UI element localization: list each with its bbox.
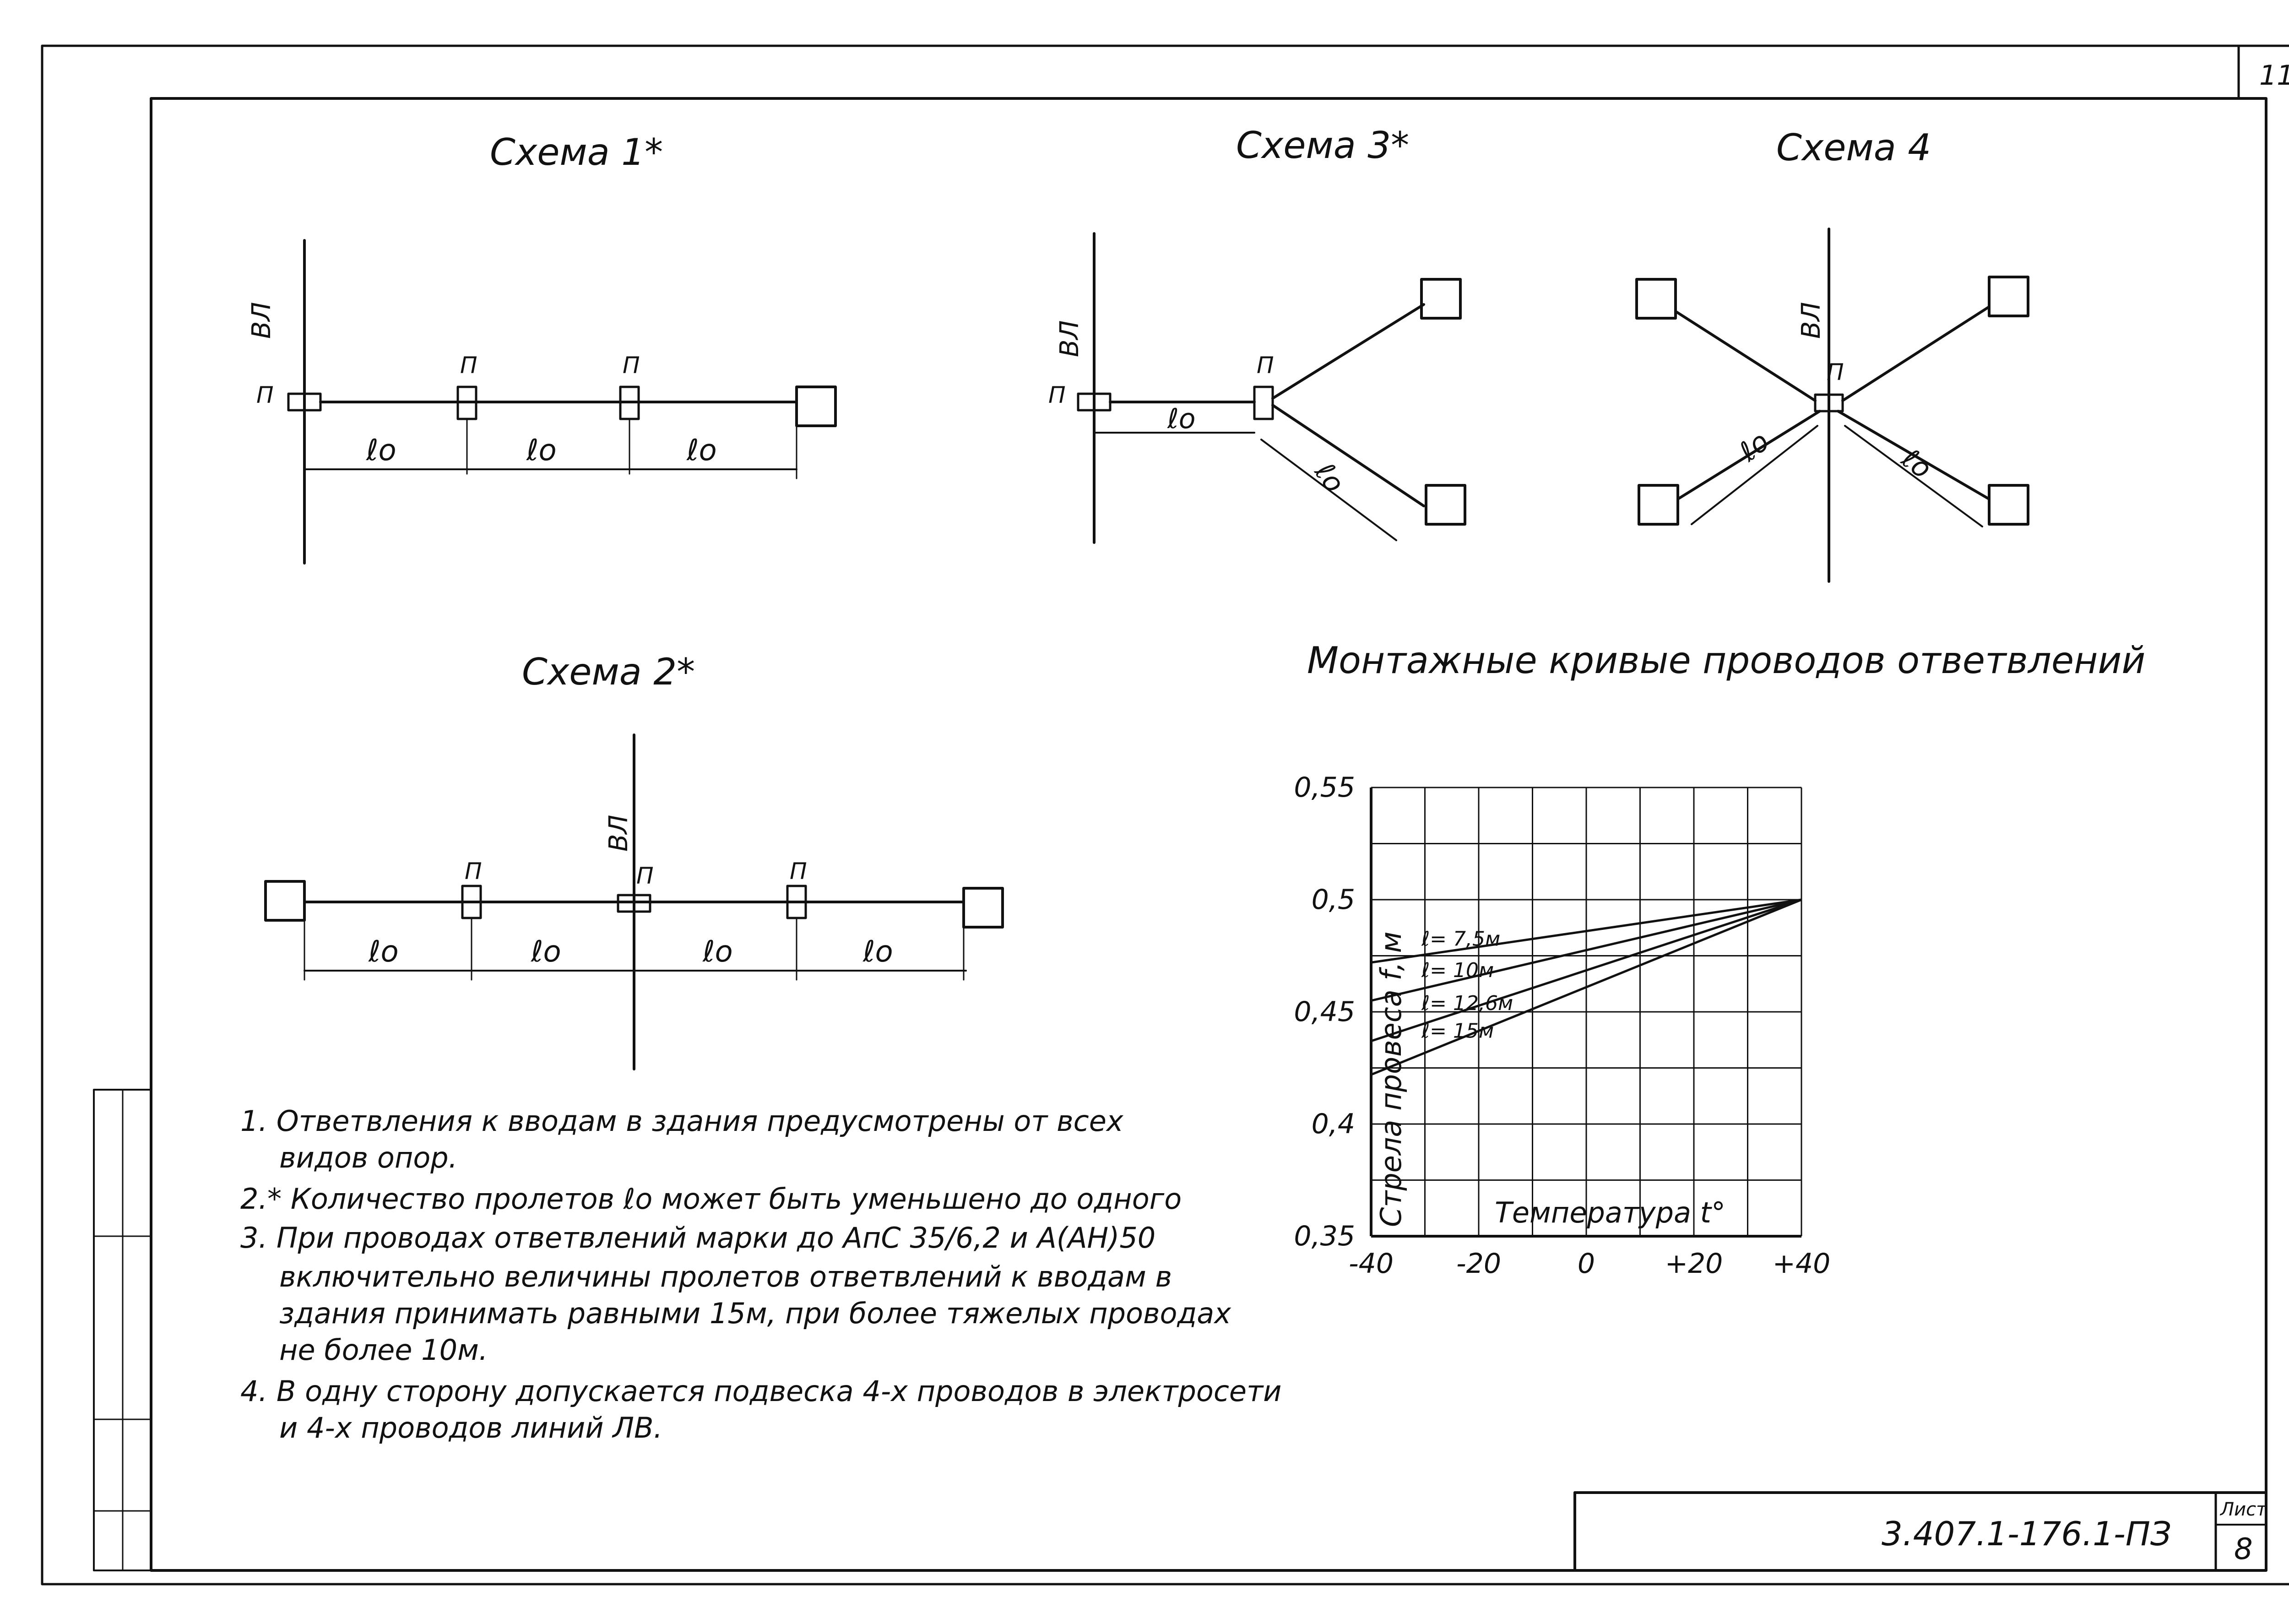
series-line [1371, 898, 1802, 964]
series-label: ℓ= 10м [1421, 959, 1494, 982]
scheme-1-pole-end [287, 392, 322, 412]
scheme-4-pole [1814, 393, 1844, 413]
scheme-3-building-bottom [1425, 484, 1466, 526]
scheme-4-building-bottom-right [1988, 484, 2029, 526]
top-sheet-number: 11 [2259, 60, 2289, 92]
scheme-2: Схема 2* ВЛ П П П ℓo ℓo ℓo ℓo [264, 651, 1004, 1070]
scheme-3-title: Схема 3* [1236, 124, 1409, 167]
scheme-1-span-2: ℓo [526, 434, 557, 467]
binding-strip [93, 1089, 152, 1571]
scheme-4-building-top-right [1988, 276, 2029, 317]
series-line [1371, 898, 1802, 1002]
sheet-label: Лист [2219, 1499, 2267, 1520]
drawing-frame [41, 44, 2289, 1586]
scheme-1-span-3: ℓo [686, 434, 717, 467]
scheme-2-line-label: ВЛ [604, 815, 634, 852]
note-line-2: видов опор. [279, 1141, 457, 1174]
scheme-3-support-label-2: П [1257, 352, 1274, 379]
note-line-8: 4. В одну сторону допускается подвеска 4… [240, 1374, 1281, 1408]
note-line-1: 1. Ответвления к вводам в здания предусм… [240, 1104, 1124, 1138]
scheme-1-support-label-2: П [460, 352, 477, 379]
scheme-1-line-label: ВЛ [247, 302, 277, 339]
note-line-4: 3. При проводах ответвлений марки до АпС… [240, 1221, 1155, 1255]
x-tick-label: -40 [1349, 1248, 1394, 1280]
scheme-3-support-label-1: П [1048, 382, 1066, 408]
series-label: ℓ= 7,5м [1421, 928, 1500, 951]
x-tick-label: +40 [1773, 1248, 1831, 1280]
scheme-2-span-2: ℓo [531, 935, 561, 969]
scheme-2-building-right [962, 887, 1004, 929]
notes: 1. Ответвления к вводам в здания предусм… [240, 1104, 1281, 1445]
scheme-3-span-1: ℓo [1167, 403, 1196, 435]
x-tick-label: +20 [1665, 1248, 1723, 1280]
scheme-1-span-1: ℓo [366, 434, 396, 467]
x-tick-label: -20 [1456, 1248, 1501, 1280]
note-line-6: здания принимать равными 15м, при более … [279, 1297, 1231, 1330]
series-label: ℓ= 12,6м [1421, 992, 1513, 1015]
y-axis-label: Стрела провеса f, м [1374, 932, 1408, 1227]
note-line-3: 2.* Количество пролетов ℓo может быть ум… [240, 1182, 1182, 1216]
scheme-3-line-label: ВЛ [1055, 320, 1085, 357]
scheme-3-building-top [1420, 278, 1462, 320]
scheme-2-span-3: ℓo [702, 935, 733, 969]
scheme-2-title: Схема 2* [522, 651, 695, 693]
scheme-2-span-4: ℓo [862, 935, 893, 969]
scheme-1-building [795, 386, 837, 427]
scheme-1-support-label-1: П [256, 382, 274, 408]
scheme-2-support-label-3: П [790, 858, 807, 885]
scheme-2-support-label-1: П [465, 858, 482, 885]
note-line-9: и 4-х проводов линий ЛВ. [279, 1411, 662, 1445]
title-block [1573, 1491, 2267, 1572]
scheme-4-title: Схема 4 [1776, 126, 1931, 169]
scheme-2-pole-center [617, 894, 651, 913]
sag-chart: -40 -20 0 +20 +40 0,35 0,4 0,45 0,5 0,55Температу… [1294, 771, 1830, 1280]
scheme-2-span-1: ℓo [368, 935, 399, 969]
scheme-4-building-bottom-left [1638, 484, 1679, 526]
x-tick-label: 0 [1578, 1248, 1595, 1280]
scheme-4-building-top-left [1635, 278, 1677, 320]
series-line [1371, 898, 1802, 1043]
y-tick-label: 0,55 [1294, 771, 1355, 804]
scheme-3: Схема 3* ВЛ П П ℓo ℓo [1048, 124, 1466, 544]
scheme-4: Схема 4 ВЛ П ℓo ℓo [1635, 126, 2029, 583]
y-tick-label: 0,4 [1312, 1108, 1355, 1140]
series-line [1371, 898, 1802, 1076]
series-label: ℓ= 15м [1421, 1019, 1494, 1043]
scheme-3-span-2: ℓo [1308, 457, 1351, 499]
scheme-2-building-left [264, 880, 306, 922]
sheet-number: 8 [2234, 1532, 2253, 1566]
document-code: 3.407.1-176.1-ПЗ [1882, 1515, 2171, 1553]
scheme-4-line-label: ВЛ [1796, 302, 1826, 339]
scheme-1-title: Схема 1* [490, 131, 663, 174]
x-axis-label: Температура t° [1495, 1196, 1725, 1229]
scheme-3-pole-branch [1253, 386, 1274, 420]
scheme-1: Схема 1* ВЛ П П П ℓo ℓo ℓo [247, 131, 837, 565]
chart-title: Монтажные кривые проводов ответвлений [1307, 639, 2145, 682]
note-line-5: включительно величины пролетов ответвлен… [279, 1260, 1172, 1293]
y-tick-label: 0,35 [1294, 1220, 1355, 1252]
scheme-4-support-label: П [1827, 359, 1844, 386]
note-line-7: не более 10м. [279, 1333, 488, 1367]
y-tick-label: 0,5 [1312, 884, 1355, 916]
y-tick-label: 0,45 [1294, 996, 1355, 1028]
scheme-2-support-label-2: П [636, 863, 654, 889]
scheme-1-support-label-3: П [623, 352, 640, 379]
